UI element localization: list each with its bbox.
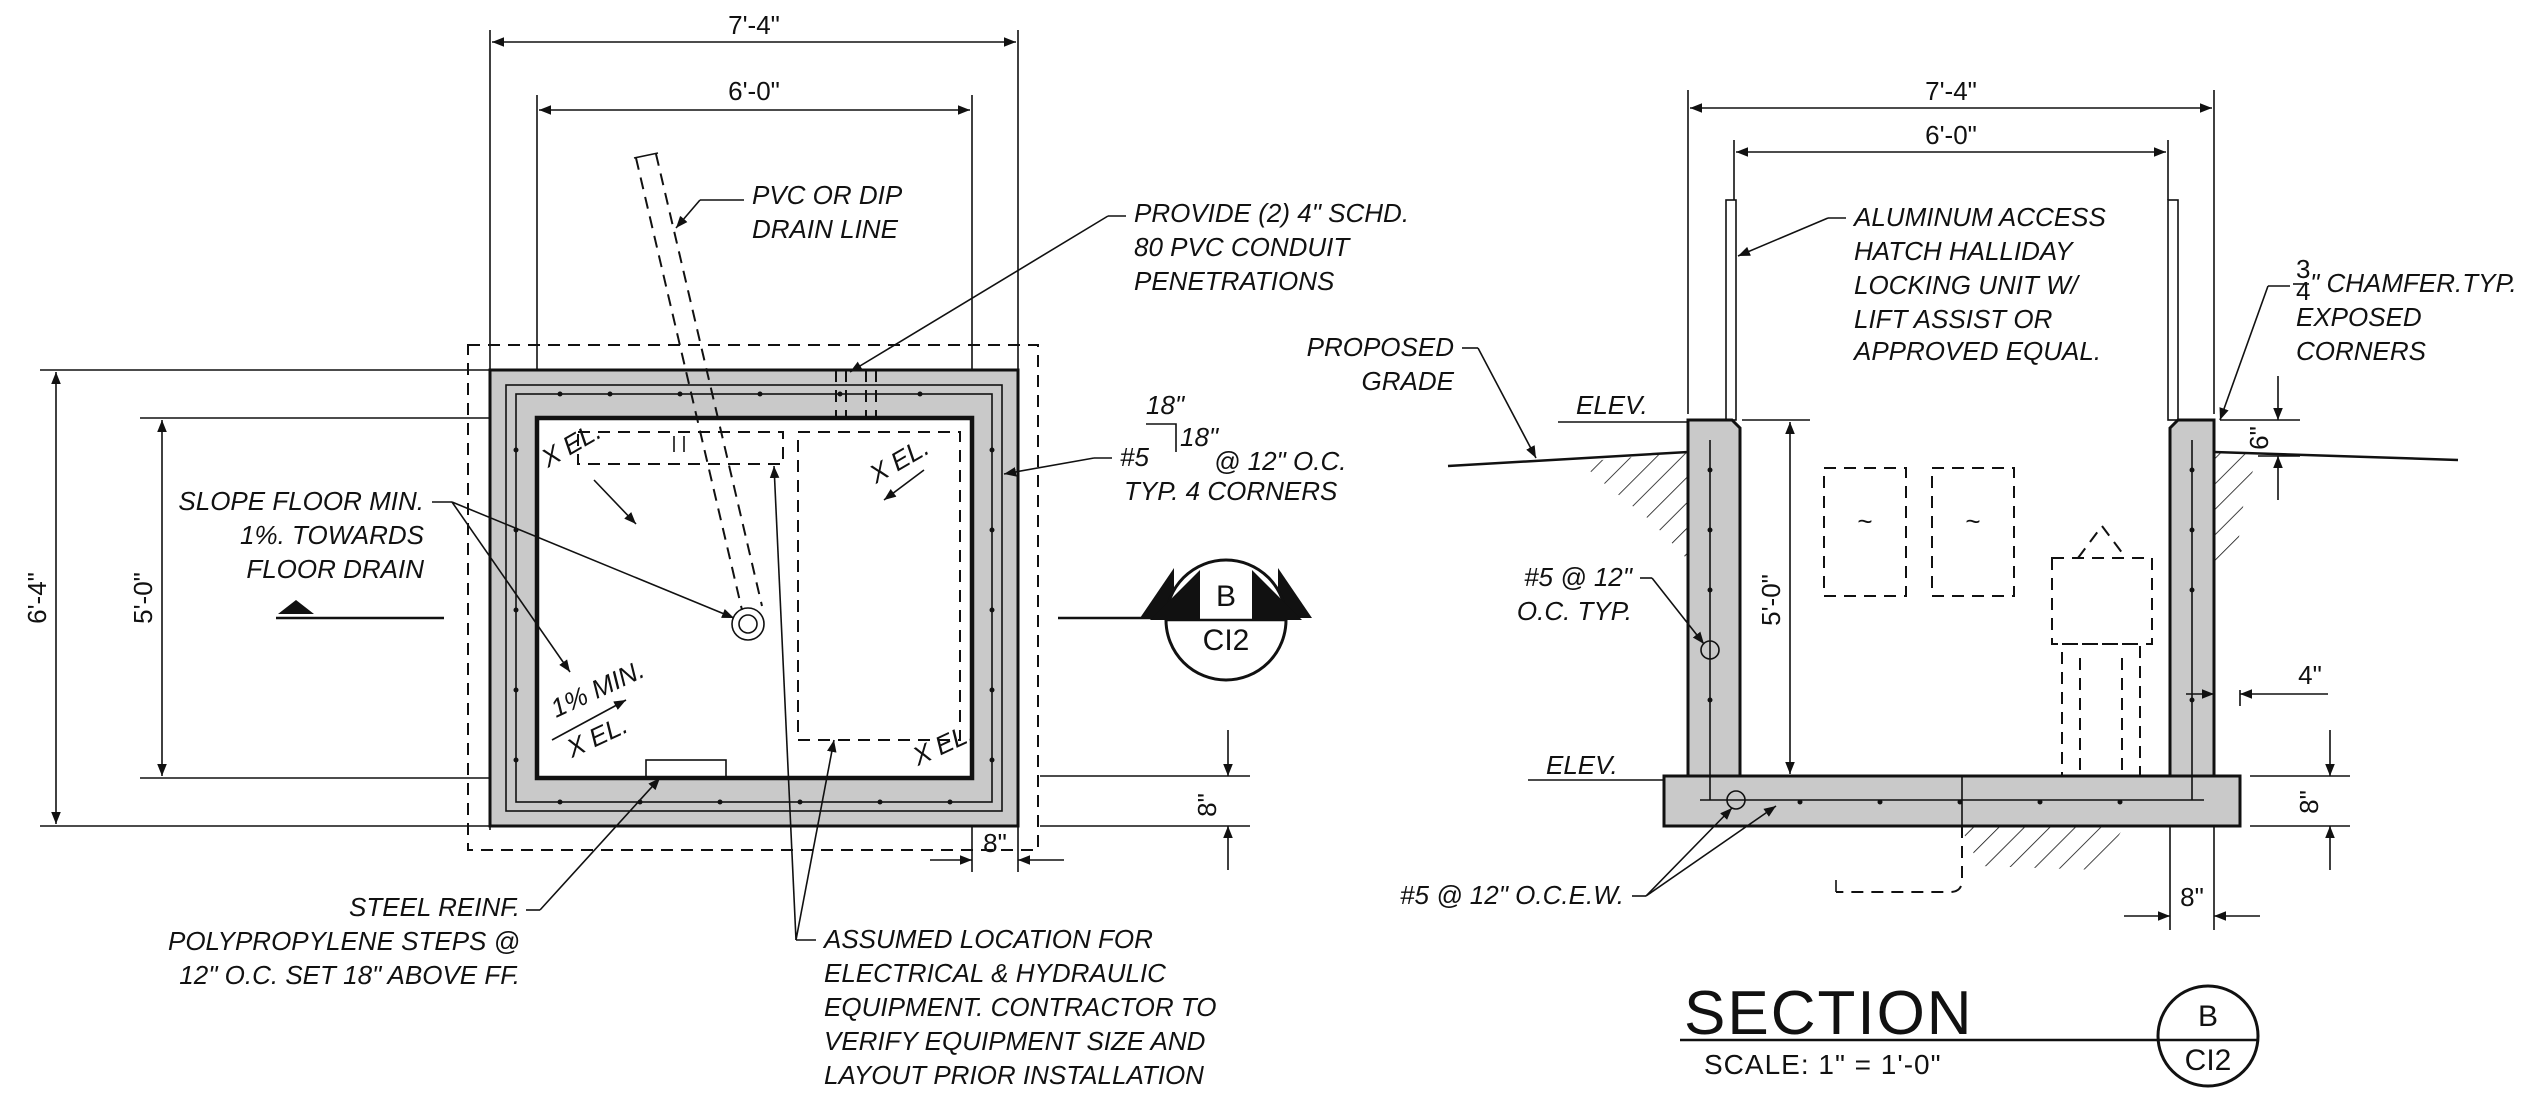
svg-text:~: ~: [1965, 506, 1980, 536]
slope-symbol-icon: [278, 600, 314, 614]
note-slope: SLOPE FLOOR MIN. 1%. TOWARDS FLOOR DRAIN: [178, 486, 735, 673]
section-dim-curb-label: 6": [2244, 426, 2274, 450]
section-left-wall: [1686, 418, 1742, 778]
svg-text:B: B: [1216, 580, 1236, 613]
svg-text:ELEV.: ELEV.: [1546, 750, 1618, 780]
svg-text:HATCH HALLIDAY: HATCH HALLIDAY: [1854, 236, 2074, 266]
section-slab-bar: [1726, 790, 1746, 810]
svg-text:LOCKING UNIT W/: LOCKING UNIT W/: [1854, 270, 2081, 300]
plan-dim-overall-depth-label: 6'-4": [22, 572, 52, 624]
note-hatch: ALUMINUM ACCESS HATCH HALLIDAY LOCKING U…: [1737, 202, 2107, 366]
svg-text:STEEL REINF.: STEEL REINF.: [349, 892, 520, 922]
plan-view: 7'-4" 6'-0" 6'-4" 5'-0" 8" 8": [22, 10, 1409, 1090]
plan-step: [645, 759, 727, 779]
plan-floor-drain: [731, 607, 765, 641]
note-elev-bottom: ELEV.: [1528, 750, 1664, 781]
svg-text:ASSUMED LOCATION FOR: ASSUMED LOCATION FOR: [822, 924, 1153, 954]
section-title: SECTION: [1684, 979, 1974, 1048]
svg-text:ELEV.: ELEV.: [1576, 390, 1648, 420]
svg-text:TYP. 4 CORNERS: TYP. 4 CORNERS: [1124, 476, 1338, 506]
section-dim-inside-width-label: 6'-0": [1925, 120, 1977, 150]
note-grade: PROPOSED GRADE: [1307, 332, 1537, 459]
section-rebar-dots: [1707, 467, 2195, 805]
note-conduit: PROVIDE (2) 4" SCHD. 80 PVC CONDUIT PENE…: [849, 198, 1409, 373]
svg-text:EQUIPMENT. CONTRACTOR TO: EQUIPMENT. CONTRACTOR TO: [824, 992, 1216, 1022]
note-steps: STEEL REINF. POLYPROPYLENE STEPS @ 12" O…: [168, 777, 661, 990]
plan-rebar-dots: [513, 391, 995, 805]
svg-text:#5 @ 12" O.C.E.W.: #5 @ 12" O.C.E.W.: [1400, 880, 1624, 910]
svg-text:PVC OR DIP: PVC OR DIP: [752, 180, 903, 210]
svg-text:18": 18": [1146, 390, 1186, 420]
svg-text:APPROVED EQUAL.: APPROVED EQUAL.: [1852, 336, 2101, 366]
svg-text:CI2: CI2: [1203, 624, 1250, 657]
section-title-tag: B CI2: [2156, 984, 2260, 1088]
section-scale: SCALE: 1" = 1'-0": [1704, 1049, 1942, 1080]
svg-text:4: 4: [2296, 276, 2310, 306]
plan-equipment-small: [577, 431, 784, 465]
plan-section-tag: B CI2: [1058, 558, 1312, 682]
svg-text:PROVIDE (2) 4" SCHD.: PROVIDE (2) 4" SCHD.: [1134, 198, 1409, 228]
section-view: 7'-4" 6'-0" ~ ~: [1307, 76, 2517, 1088]
svg-text:EXPOSED: EXPOSED: [2296, 302, 2422, 332]
svg-text:DRAIN LINE: DRAIN LINE: [752, 214, 899, 244]
svg-text:POLYPROPYLENE STEPS @: POLYPROPYLENE STEPS @: [168, 926, 520, 956]
svg-text:~: ~: [1857, 506, 1872, 536]
section-dim-wall-label: 8": [2180, 882, 2204, 912]
svg-text:ALUMINUM ACCESS: ALUMINUM ACCESS: [1852, 202, 2107, 232]
plan-xel-3: X EL.: [561, 709, 632, 763]
note-equipment: ASSUMED LOCATION FOR ELECTRICAL & HYDRAU…: [769, 465, 1216, 1090]
svg-text:GRADE: GRADE: [1362, 366, 1455, 396]
section-dim-inside-height-label: 5'-0": [1756, 574, 1786, 626]
proposed-grade-line: [1447, 450, 1689, 468]
svg-text:VERIFY EQUIPMENT SIZE AND: VERIFY EQUIPMENT SIZE AND: [824, 1026, 1205, 1056]
svg-text:LAYOUT PRIOR INSTALLATION: LAYOUT PRIOR INSTALLATION: [824, 1060, 1204, 1090]
plan-dim-wall-label: 8": [983, 828, 1007, 858]
svg-text:PROPOSED: PROPOSED: [1307, 332, 1454, 362]
plan-dim-inside-width-label: 6'-0": [728, 76, 780, 106]
svg-text:CI2: CI2: [2185, 1044, 2232, 1077]
section-dim-overall-width-label: 7'-4": [1925, 76, 1977, 106]
svg-text:12" O.C. SET 18" ABOVE FF.: 12" O.C. SET 18" ABOVE FF.: [179, 960, 520, 990]
plan-xel-2: X EL.: [863, 431, 934, 489]
plan-slope-pct: 1% MIN.: [546, 654, 649, 723]
svg-text:1%. TOWARDS: 1%. TOWARDS: [240, 520, 425, 550]
svg-text:" CHAMFER.TYP.: " CHAMFER.TYP.: [2310, 268, 2517, 298]
svg-text:O.C. TYP.: O.C. TYP.: [1517, 596, 1632, 626]
plan-xel-4: X EL.: [907, 717, 978, 771]
section-dim-projection-label: 4": [2298, 660, 2322, 690]
plan-dim-slab-label: 8": [1192, 793, 1222, 817]
plan-dim-overall-width-label: 7'-4": [728, 10, 780, 40]
svg-text:#5 @ 12": #5 @ 12": [1524, 562, 1634, 592]
plan-equipment-large: [797, 431, 961, 741]
svg-text:3: 3: [2296, 254, 2310, 284]
section-floor-slab: [1662, 774, 2242, 828]
plan-dim-inside-depth-label: 5'-0": [128, 572, 158, 624]
svg-text:80 PVC CONDUIT: 80 PVC CONDUIT: [1134, 232, 1351, 262]
svg-text:ELECTRICAL & HYDRAULIC: ELECTRICAL & HYDRAULIC: [824, 958, 1166, 988]
note-elev-top: ELEV.: [1558, 390, 1688, 423]
note-slab-bar: #5 @ 12" O.C.E.W.: [1400, 805, 1777, 910]
svg-text:@ 12" O.C.: @ 12" O.C.: [1214, 446, 1346, 476]
svg-text:B: B: [2198, 1000, 2218, 1033]
svg-text:CORNERS: CORNERS: [2296, 336, 2427, 366]
svg-text:PENETRATIONS: PENETRATIONS: [1134, 266, 1335, 296]
svg-text:#5: #5: [1120, 442, 1149, 472]
note-drain-line: PVC OR DIP DRAIN LINE: [675, 180, 903, 244]
svg-text:18": 18": [1180, 422, 1220, 452]
note-wall-bar: #5 @ 12" O.C. TYP.: [1517, 562, 1705, 645]
section-wall-bar: [1700, 640, 1720, 660]
section-dim-slab-label: 8": [2294, 790, 2324, 814]
svg-text:FLOOR DRAIN: FLOOR DRAIN: [246, 554, 424, 584]
svg-text:LIFT ASSIST OR: LIFT ASSIST OR: [1854, 304, 2052, 334]
note-corner-bars: 18" 18" #5 @ 12" O.C. TYP. 4 CORNERS: [1003, 390, 1346, 506]
note-chamfer: 3 4 " CHAMFER.TYP. EXPOSED CORNERS: [2219, 254, 2517, 421]
svg-text:SLOPE FLOOR MIN.: SLOPE FLOOR MIN.: [178, 486, 424, 516]
